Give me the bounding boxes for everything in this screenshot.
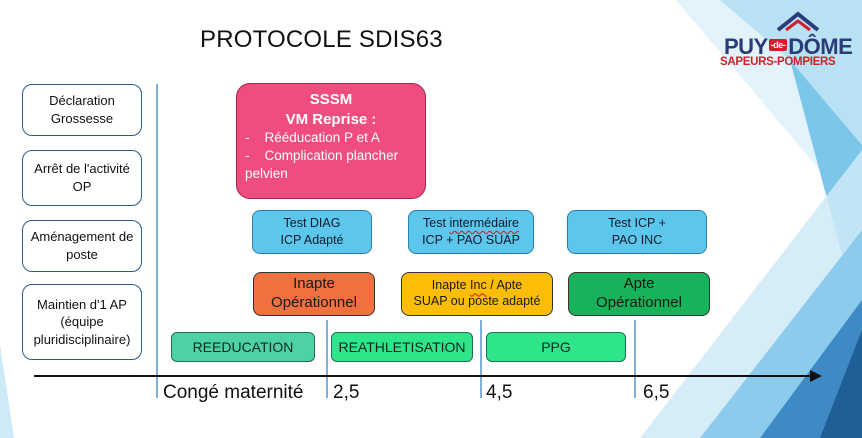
sssm-item: - Rééducation P et A [245, 130, 380, 145]
status-line: Apte [623, 275, 655, 293]
test-line: ICP Adapté [280, 233, 344, 247]
status-line: Opérationnel [596, 294, 682, 311]
step-box-declaration: Déclaration Grossesse [22, 84, 142, 136]
axis-start-label: Congé maternité [163, 382, 304, 403]
status-line: Inapte [293, 275, 335, 293]
phase-label: REEDUCATION [192, 339, 294, 355]
phase-label: REATHLETISATION [338, 339, 466, 355]
step-label: Maintien d'1 AP (équipe pluridisciplinai… [33, 296, 131, 347]
phase-reeducation: REEDUCATION [171, 332, 315, 362]
logo: PUY-de-DÔME SAPEURS-POMPIERS [718, 10, 858, 70]
sssm-item: - Complication plancher pelvien [245, 148, 399, 182]
timeline-arrow [34, 370, 822, 382]
divider-line [326, 320, 328, 398]
axis-tick-label: 2,5 [333, 382, 360, 403]
test-line: PAO INC [611, 233, 663, 247]
roof-icon [776, 11, 820, 32]
status-line: Opérationnel [271, 294, 357, 311]
step-box-maintien: Maintien d'1 AP (équipe pluridisciplinai… [22, 284, 142, 360]
logo-name: PUY-de-DÔME [724, 34, 853, 59]
test-line: ICP + PAO SUAP [422, 233, 520, 247]
test-line: Test ICP + [608, 216, 666, 231]
axis-tick-label: 4,5 [486, 382, 513, 403]
divider-line [480, 320, 482, 398]
logo-subtitle: SAPEURS-POMPIERS [720, 56, 836, 68]
status-line: Inapte Inc / Apte [431, 278, 523, 293]
sssm-box: SSSM VM Reprise : - Rééducation P et A -… [236, 83, 426, 199]
divider-line [156, 84, 158, 398]
step-label: Aménagement de poste [30, 229, 134, 262]
step-box-arret: Arrêt de l'activité OP [22, 150, 142, 206]
sssm-heading: SSSM [309, 91, 353, 108]
phase-reathletisation: REATHLETISATION [331, 332, 473, 362]
step-label: Arrêt de l'activité OP [34, 161, 130, 194]
test-line: Test DIAG [283, 216, 341, 231]
test-box-icp: Test ICP + PAO INC [567, 210, 707, 254]
step-box-amenagement: Aménagement de poste [22, 220, 142, 272]
test-box-diag: Test DIAG ICP Adapté [252, 210, 372, 254]
phase-label: PPG [541, 339, 571, 355]
status-line: SUAP ou poste adapté [413, 294, 541, 308]
test-line: Test intermédaire [423, 216, 519, 231]
sssm-subheading: VM Reprise : [285, 110, 377, 128]
page-title: PROTOCOLE SDIS63 [200, 26, 443, 53]
phase-ppg: PPG [486, 332, 626, 362]
divider-line [634, 320, 636, 398]
step-label: Déclaration Grossesse [49, 93, 115, 126]
axis-tick-label: 6,5 [643, 382, 670, 403]
